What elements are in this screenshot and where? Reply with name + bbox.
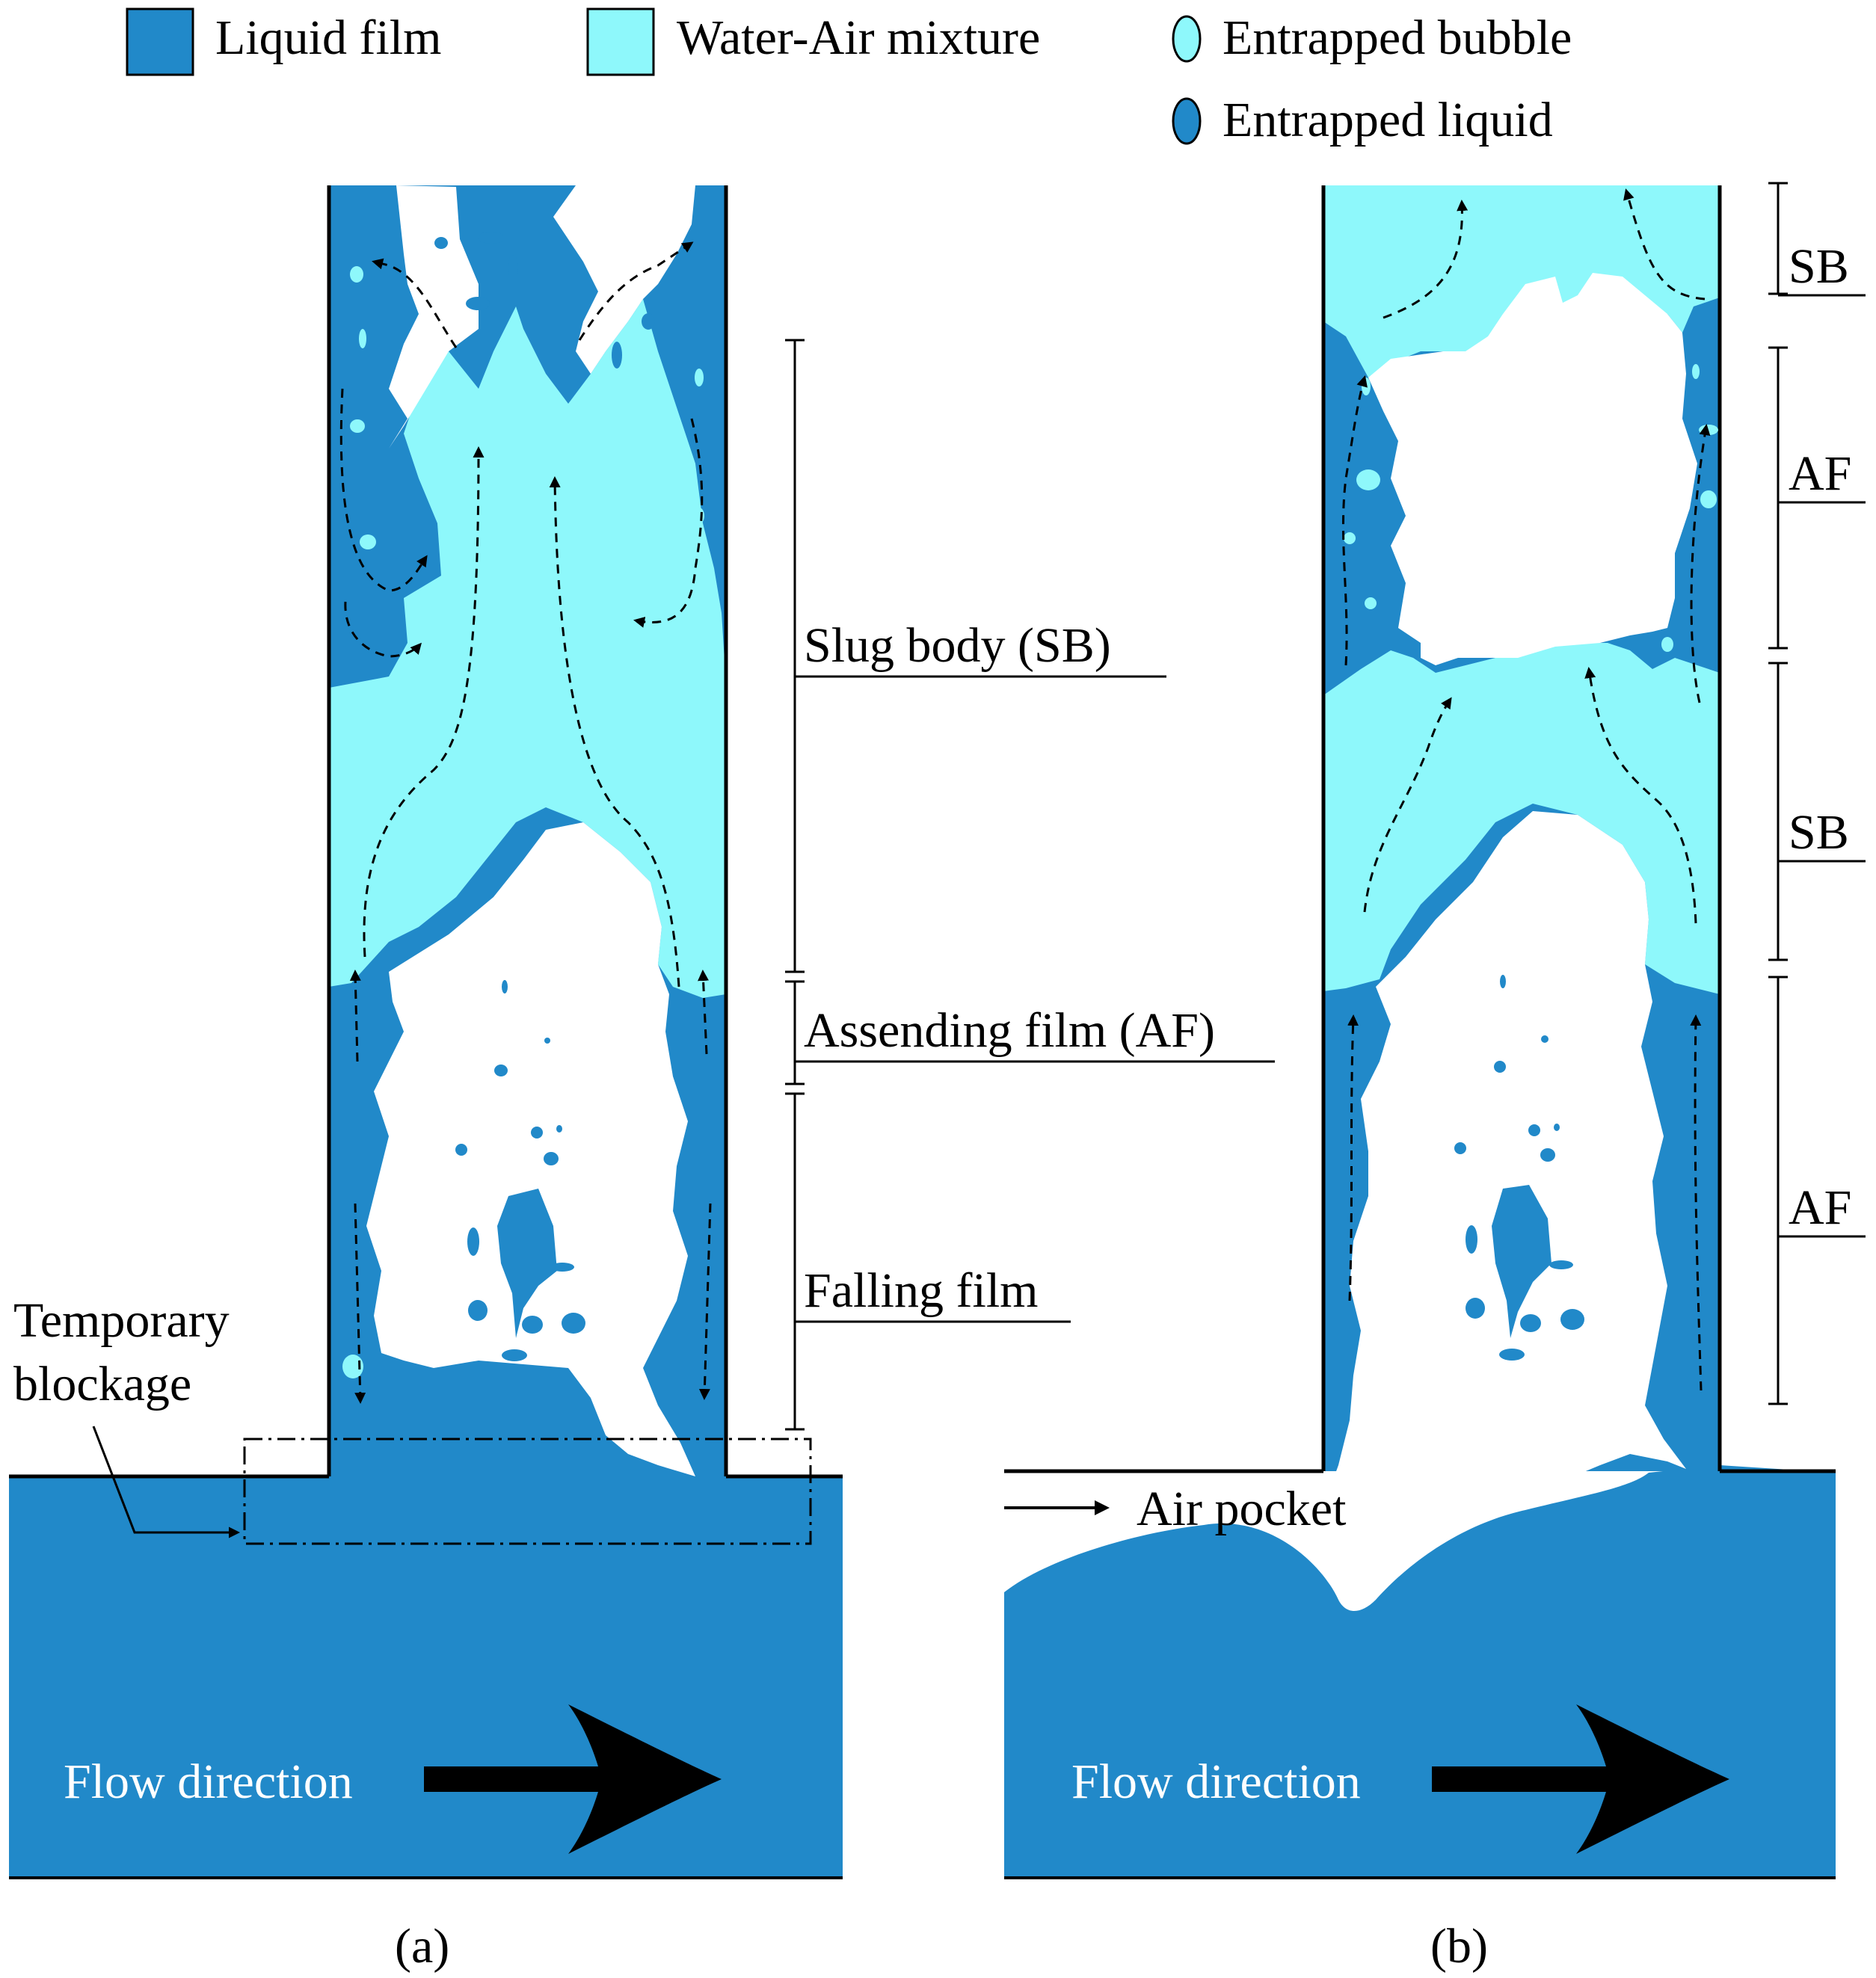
panel-a-caption: (a) xyxy=(395,1919,449,1974)
zone-label-falling-film: Falling film xyxy=(804,1263,1039,1318)
legend-label-entrapped-bubble: Entrapped bubble xyxy=(1223,10,1572,65)
flow-direction-label-b: Flow direction xyxy=(1071,1754,1361,1809)
zone-label-af-lower: AF xyxy=(1789,1180,1851,1235)
zone-label-af-upper: AF xyxy=(1789,446,1851,501)
zone-scale-a xyxy=(785,339,1275,1431)
flow-streamlines-b xyxy=(1341,188,1711,1391)
legend-swatch-entrapped-bubble xyxy=(1172,15,1202,63)
zone-label-sb-middle: SB xyxy=(1789,805,1849,860)
flow-streamlines-a xyxy=(339,241,712,1404)
blockage-label-line2: blockage xyxy=(13,1357,191,1411)
zone-label-ascending-film: Assending film (AF) xyxy=(804,1003,1215,1058)
legend: Liquid film Water-Air mixture Entrapped … xyxy=(126,7,1572,147)
entrapped-liquid-blob xyxy=(497,1189,557,1338)
legend-swatch-entrapped-liquid xyxy=(1172,97,1202,145)
middle-slug-mixture-b xyxy=(1323,643,1720,994)
blockage-label-line1: Temporary xyxy=(13,1293,230,1348)
legend-label-water-air-mixture: Water-Air mixture xyxy=(677,10,1040,65)
entrapped-droplets-a xyxy=(434,232,655,1361)
panel-b: Air pocket SB AF SB AF Flow direction xyxy=(1004,182,1866,1974)
flow-direction-arrow-b xyxy=(1432,1704,1729,1854)
taylor-bubble-b xyxy=(1323,811,1686,1540)
legend-label-entrapped-liquid: Entrapped liquid xyxy=(1223,93,1553,147)
flow-direction-label-a: Flow direction xyxy=(64,1754,353,1809)
blockage-pointer xyxy=(92,1426,240,1538)
temporary-blockage-box xyxy=(243,1438,812,1545)
entrapped-droplets-b xyxy=(1454,975,1584,1361)
taylor-bubble-a xyxy=(366,822,695,1476)
flow-direction-arrow-a xyxy=(424,1704,722,1854)
zone-scale-b xyxy=(1768,182,1866,1405)
legend-swatch-liquid-film xyxy=(126,7,194,76)
entrapped-bubbles-a xyxy=(342,266,704,1378)
upper-air-bubble-b xyxy=(1368,273,1697,665)
top-slug-mixture-b xyxy=(1323,185,1720,378)
horizontal-pipe-liquid xyxy=(9,1476,843,1878)
legend-swatch-water-air-mixture xyxy=(586,7,655,76)
air-pocket-label: Air pocket xyxy=(1137,1482,1346,1536)
upper-air-left xyxy=(389,185,479,449)
entrapped-liquid-blob-b xyxy=(1492,1185,1551,1338)
legend-label-liquid-film: Liquid film xyxy=(215,10,441,65)
zone-label-sb-top: SB xyxy=(1789,239,1849,294)
panel-a: Temporary blockage Slug body (SB) Assend… xyxy=(9,185,1275,1974)
zone-label-slug-body: Slug body (SB) xyxy=(804,618,1111,673)
slug-body-mixture xyxy=(329,299,726,998)
panel-b-caption: (b) xyxy=(1430,1919,1488,1974)
